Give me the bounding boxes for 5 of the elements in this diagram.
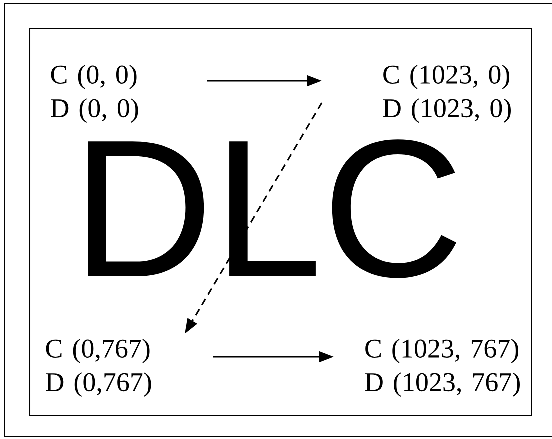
coordinate-label: C (0, 0) D (0, 0) [51, 64, 138, 124]
coordinate-label: C (1023, 767) D (1023, 767) [365, 338, 520, 398]
coordinate-label: C (1023, 0) D (1023, 0) [383, 64, 511, 124]
coordinate-label: C (0,767) D (0,767) [46, 338, 152, 398]
large-title: DLC [88, 140, 456, 278]
